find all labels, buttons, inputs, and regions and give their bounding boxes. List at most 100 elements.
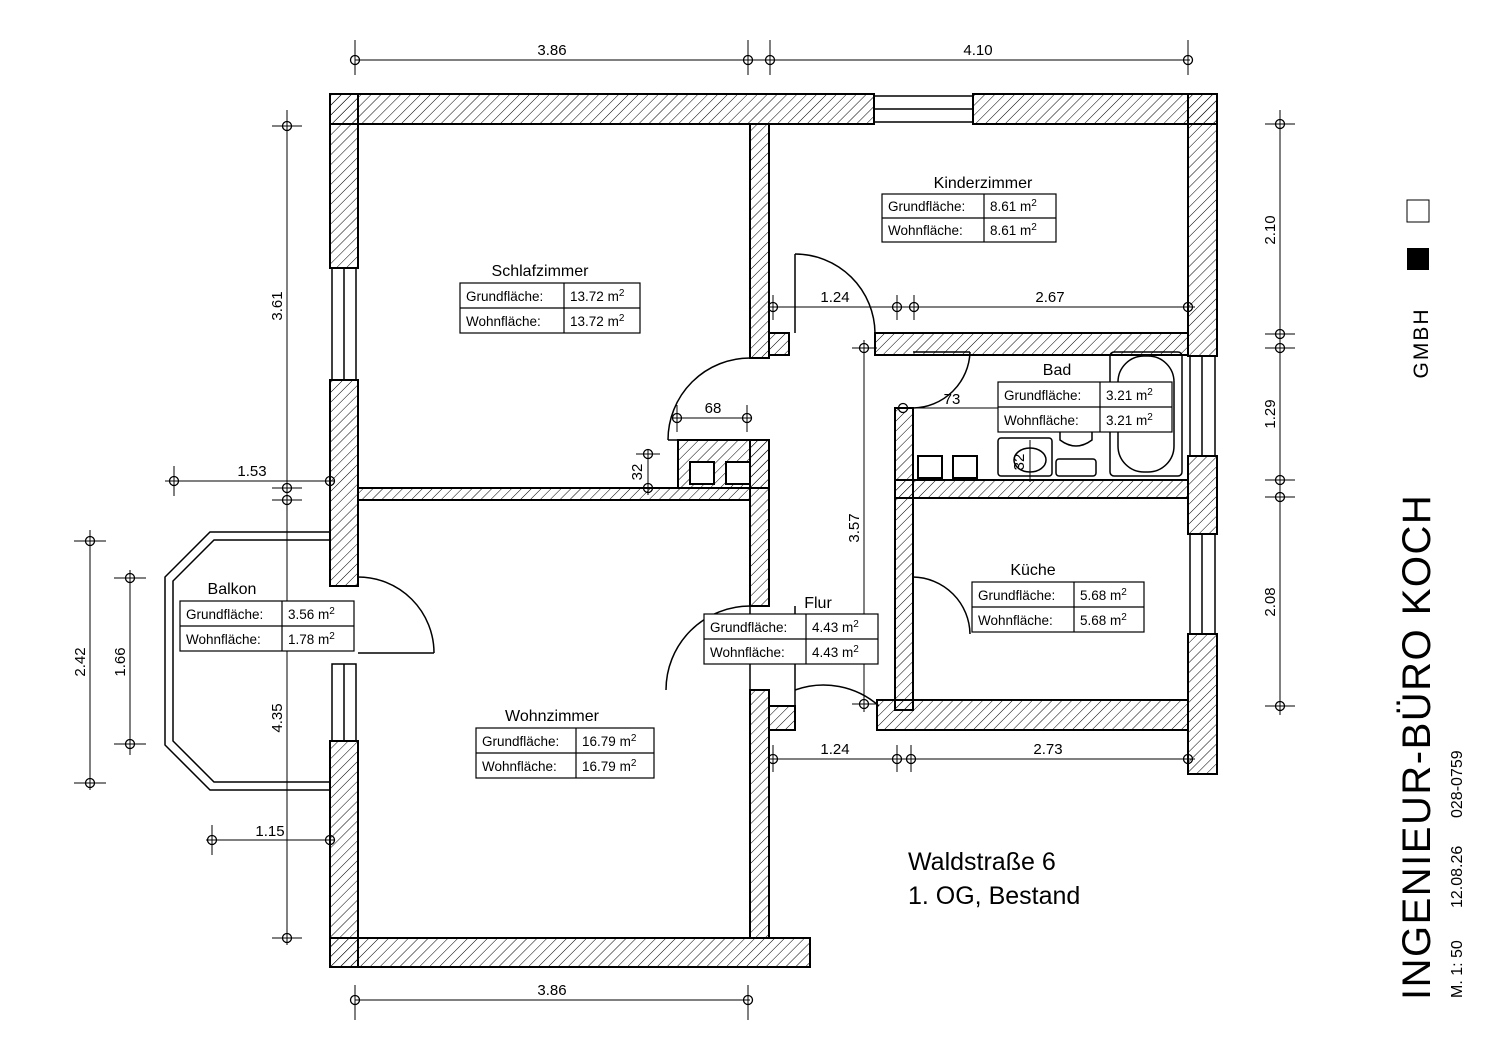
svg-text:4.43 m2: 4.43 m2 bbox=[812, 644, 859, 660]
svg-text:13.72 m2: 13.72 m2 bbox=[570, 288, 625, 304]
svg-text:5.68 m2: 5.68 m2 bbox=[1080, 612, 1127, 628]
wohn-label: Wohnfläche: bbox=[186, 632, 261, 647]
dim-door-73: 73 bbox=[944, 391, 961, 408]
dim-right-top: 2.10 bbox=[1262, 215, 1279, 244]
unit-sup: 2 bbox=[631, 758, 637, 769]
unit-sup: 2 bbox=[1031, 198, 1037, 209]
room-name: Flur bbox=[804, 595, 832, 612]
drawing-scale: M. 1: 50 bbox=[1449, 940, 1466, 998]
unit: m bbox=[842, 620, 853, 635]
dim-small-32b: 32 bbox=[1011, 454, 1028, 471]
unit-sup: 2 bbox=[1121, 612, 1127, 623]
unit: m bbox=[842, 645, 853, 660]
room-kueche: Küche Grundfläche: 5.68 m2 Wohnfläche: 5… bbox=[971, 562, 1145, 633]
logo-square-filled bbox=[1407, 248, 1429, 270]
dim-door-68: 68 bbox=[705, 400, 722, 417]
grund-label: Grundfläche: bbox=[466, 289, 543, 304]
grund-label: Grundfläche: bbox=[186, 607, 263, 622]
dimension-lines bbox=[74, 40, 1295, 1020]
dim-flur-h: 3.57 bbox=[846, 513, 863, 542]
unit: m bbox=[1136, 413, 1147, 428]
unit: m bbox=[318, 632, 329, 647]
svg-text:1.78 m2: 1.78 m2 bbox=[288, 631, 335, 647]
room-kinderzimmer: Kinderzimmer Grundfläche: 8.61 m2 Wohnfl… bbox=[881, 175, 1057, 243]
grund-value: 4.43 bbox=[812, 620, 838, 635]
dim-flur-top-w: 1.24 bbox=[820, 289, 849, 306]
wohn-value: 5.68 bbox=[1080, 613, 1106, 628]
unit: m bbox=[318, 607, 329, 622]
svg-text:16.79 m2: 16.79 m2 bbox=[582, 758, 637, 774]
dim-left-upper: 3.61 bbox=[269, 291, 286, 320]
windows bbox=[331, 95, 1216, 742]
room-bad: Bad Grundfläche: 3.21 m2 Wohnfläche: 3.2… bbox=[997, 362, 1173, 433]
grund-label: Grundfläche: bbox=[978, 588, 1055, 603]
wohn-value: 8.61 bbox=[990, 223, 1016, 238]
dim-top-left: 3.86 bbox=[537, 42, 566, 59]
room-name: Schlafzimmer bbox=[492, 263, 590, 280]
svg-text:16.79 m2: 16.79 m2 bbox=[582, 733, 637, 749]
dim-top-right: 4.10 bbox=[963, 42, 992, 59]
dim-bottom: 3.86 bbox=[537, 982, 566, 999]
unit: m bbox=[620, 734, 631, 749]
drawing-date: 12.08.26 bbox=[1449, 846, 1466, 908]
address-line: Waldstraße 6 bbox=[908, 848, 1056, 876]
unit-sup: 2 bbox=[619, 288, 625, 299]
dim-balkon-inner: 1.66 bbox=[112, 647, 129, 676]
dim-small-32a: 32 bbox=[629, 464, 646, 481]
dim-flur-bot-w: 1.24 bbox=[820, 741, 849, 758]
wohn-label: Wohnfläche: bbox=[466, 314, 541, 329]
grund-label: Grundfläche: bbox=[482, 734, 559, 749]
unit-sup: 2 bbox=[619, 313, 625, 324]
wohn-value: 16.79 bbox=[582, 759, 616, 774]
unit: m bbox=[1110, 588, 1121, 603]
grund-value: 5.68 bbox=[1080, 588, 1106, 603]
grund-label: Grundfläche: bbox=[1004, 388, 1081, 403]
room-balkon: Balkon Grundfläche: 3.56 m2 Wohnfläche: … bbox=[179, 581, 355, 652]
unit-sup: 2 bbox=[1147, 387, 1153, 398]
svg-text:3.56 m2: 3.56 m2 bbox=[288, 606, 335, 622]
svg-text:5.68 m2: 5.68 m2 bbox=[1080, 587, 1127, 603]
unit-sup: 2 bbox=[631, 733, 637, 744]
chimney-flues bbox=[689, 455, 978, 485]
balcony-outline bbox=[164, 531, 330, 791]
svg-text:3.21 m2: 3.21 m2 bbox=[1106, 387, 1153, 403]
grund-value: 13.72 bbox=[570, 289, 604, 304]
address-block: Waldstraße 6 1. OG, Bestand bbox=[908, 848, 1080, 910]
unit-sup: 2 bbox=[853, 644, 859, 655]
wohn-value: 3.21 bbox=[1106, 413, 1132, 428]
floor-line: 1. OG, Bestand bbox=[908, 882, 1080, 910]
grund-value: 3.56 bbox=[288, 607, 314, 622]
room-name: Küche bbox=[1010, 562, 1055, 579]
grund-value: 3.21 bbox=[1106, 388, 1132, 403]
svg-text:4.43 m2: 4.43 m2 bbox=[812, 619, 859, 635]
unit-sup: 2 bbox=[853, 619, 859, 630]
svg-text:13.72 m2: 13.72 m2 bbox=[570, 313, 625, 329]
unit: m bbox=[1020, 199, 1031, 214]
unit: m bbox=[620, 759, 631, 774]
company-name: INGENIEUR-BÜRO KOCH bbox=[1395, 494, 1439, 1000]
wohn-value: 1.78 bbox=[288, 632, 314, 647]
dim-left-lower: 4.35 bbox=[269, 703, 286, 732]
dim-sill-lower: 1.15 bbox=[255, 823, 284, 840]
unit: m bbox=[608, 314, 619, 329]
title-block: GMBH INGENIEUR-BÜRO KOCH M. 1: 50 12.08.… bbox=[1395, 199, 1466, 1000]
dim-kueche-w: 2.73 bbox=[1033, 741, 1062, 758]
dim-balkon-outer: 2.42 bbox=[72, 647, 89, 676]
svg-text:3.21 m2: 3.21 m2 bbox=[1106, 412, 1153, 428]
room-name: Wohnzimmer bbox=[505, 708, 600, 725]
wohn-label: Wohnfläche: bbox=[888, 223, 963, 238]
dimension-markers bbox=[84, 54, 1286, 1006]
room-name: Balkon bbox=[208, 581, 257, 598]
unit-sup: 2 bbox=[1121, 587, 1127, 598]
room-name: Bad bbox=[1043, 362, 1071, 379]
company-gmbh: GMBH bbox=[1410, 308, 1433, 379]
dim-right-mid: 1.29 bbox=[1262, 399, 1279, 428]
unit: m bbox=[1136, 388, 1147, 403]
svg-text:8.61 m2: 8.61 m2 bbox=[990, 198, 1037, 214]
dim-sill-upper: 1.53 bbox=[237, 463, 266, 480]
dim-kinder-w: 2.67 bbox=[1035, 289, 1064, 306]
walls bbox=[329, 93, 1218, 968]
room-schlafzimmer: Schlafzimmer Grundfläche: 13.72 m2 Wohnf… bbox=[459, 263, 641, 334]
room-wohnzimmer: Wohnzimmer Grundfläche: 16.79 m2 Wohnflä… bbox=[475, 708, 655, 779]
